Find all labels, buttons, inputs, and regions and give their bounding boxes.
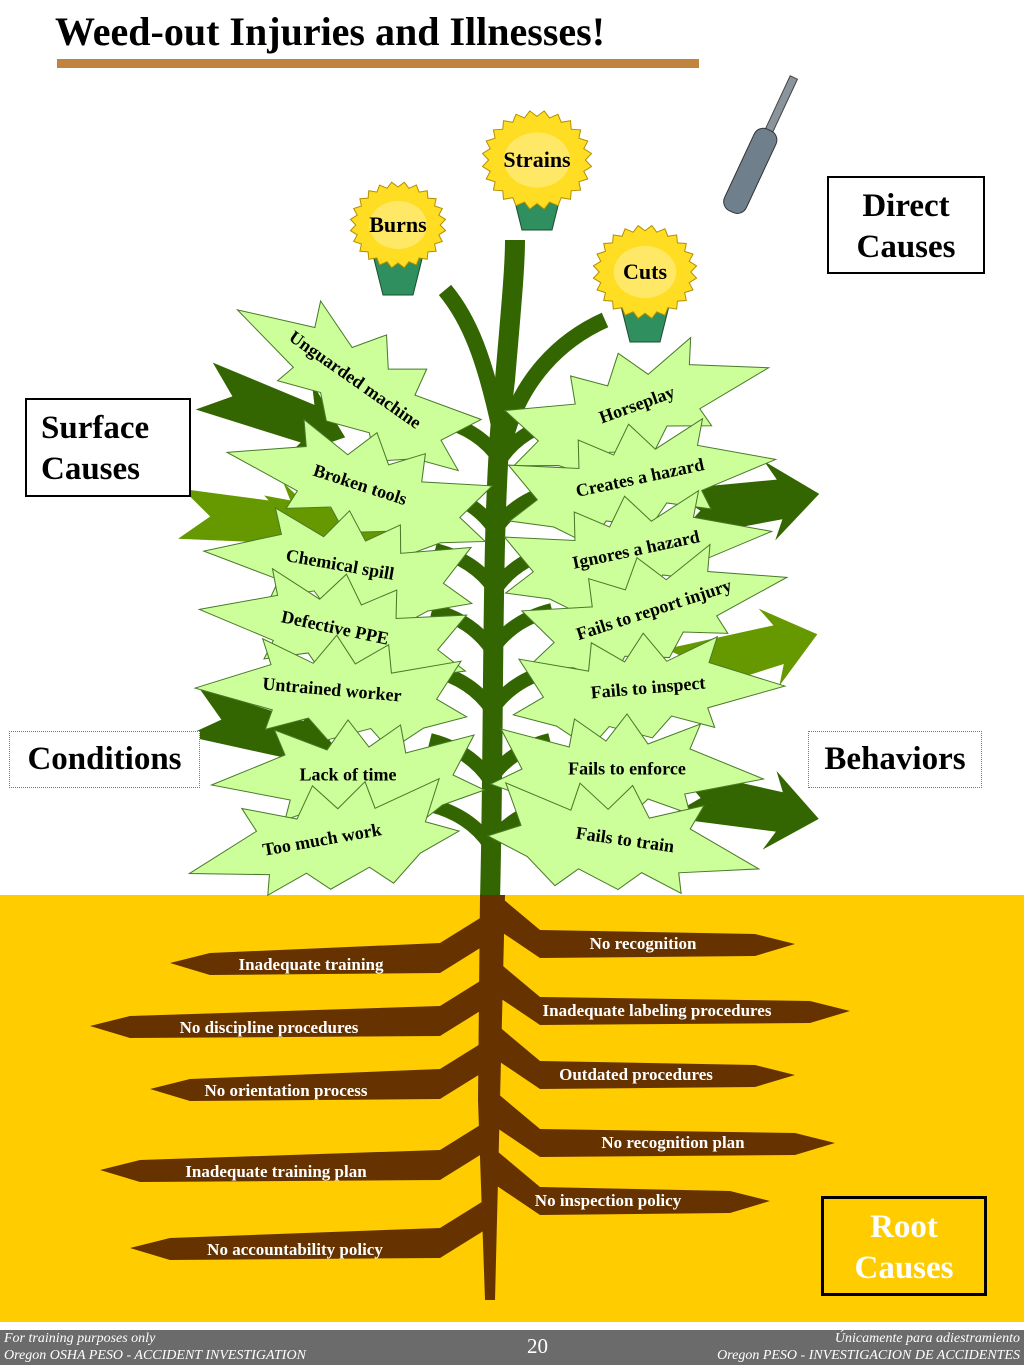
direct-causes-line1: Direct xyxy=(862,188,950,224)
root-left xyxy=(170,915,485,975)
root-right xyxy=(497,961,850,1025)
root-right-label: No inspection policy xyxy=(534,1191,682,1210)
surface-causes-box: Surface Causes xyxy=(25,398,191,497)
behavior-leaf xyxy=(512,632,787,749)
conditions-box: Conditions xyxy=(9,731,200,788)
flower-center xyxy=(504,132,570,188)
direct-causes-box: Direct Causes xyxy=(827,176,985,274)
stem-branch-burns xyxy=(438,284,508,432)
root-causes-line2: Causes xyxy=(854,1250,954,1286)
flower-label: Cuts xyxy=(622,259,668,284)
condition-leaf xyxy=(235,299,483,472)
root-left xyxy=(130,1200,485,1260)
condition-leaf xyxy=(202,506,474,631)
surface-causes-line1: Surface xyxy=(41,410,150,446)
conditions-label: Conditions xyxy=(27,741,182,777)
root-left xyxy=(100,1122,485,1182)
screwdriver-handle xyxy=(723,127,778,214)
flower-label: Burns xyxy=(369,212,427,237)
behavior-leaf xyxy=(486,781,761,895)
root-left-label: Inadequate training plan xyxy=(185,1162,367,1181)
behaviors-label: Behaviors xyxy=(824,741,966,777)
screwdriver-shaft xyxy=(764,75,799,135)
root-causes-line1: Root xyxy=(870,1209,938,1245)
page-title: Weed-out Injuries and Illnesses! xyxy=(55,9,606,54)
root-left xyxy=(150,1041,485,1101)
footer-right-line1: Únicamente para adiestramiento xyxy=(834,1331,1020,1346)
root-right xyxy=(497,1093,835,1157)
flower-center xyxy=(613,246,677,298)
screwdriver-icon xyxy=(723,75,799,214)
title-underline xyxy=(57,59,699,68)
behavior-leaf-label: Fails to enforce xyxy=(568,758,686,779)
root-right-label: Inadequate labeling procedures xyxy=(542,1001,772,1020)
behavior-leaf xyxy=(489,713,766,825)
root-left-label: No discipline procedures xyxy=(179,1018,359,1037)
condition-leaf xyxy=(225,418,494,558)
root-right xyxy=(497,1151,770,1215)
condition-leaf xyxy=(193,634,468,751)
condition-leaf xyxy=(187,777,461,897)
behaviors-box: Behaviors xyxy=(808,731,982,788)
condition-leaf-label: Lack of time xyxy=(299,764,397,785)
root-right-label: No recognition plan xyxy=(601,1133,745,1152)
root-right-label: Outdated procedures xyxy=(559,1065,713,1084)
root-left xyxy=(90,978,485,1038)
footer-left-line2: Oregon OSHA PESO - ACCIDENT INVESTIGATIO… xyxy=(4,1348,306,1363)
direct-causes-line2: Causes xyxy=(856,229,956,265)
behavior-leaf xyxy=(503,489,774,618)
root-left-label: Inadequate training xyxy=(238,955,384,974)
root-left-label: No accountability policy xyxy=(207,1240,383,1259)
root-right xyxy=(497,894,795,958)
flower-center xyxy=(369,201,427,249)
root-right-label: No recognition xyxy=(589,934,697,953)
weed-illustration xyxy=(90,75,850,1300)
footer-left-line1: For training purposes only xyxy=(4,1331,156,1346)
root-left-label: No orientation process xyxy=(204,1081,368,1100)
page-number: 20 xyxy=(527,1334,548,1358)
stem-branch-cuts xyxy=(497,312,609,443)
flower-label: Strains xyxy=(503,147,571,172)
condition-leaf xyxy=(197,567,468,696)
root-right xyxy=(497,1025,795,1089)
behavior-leaf xyxy=(520,543,789,683)
footer-right-line2: Oregon PESO - INVESTIGACION DE ACCIDENTE… xyxy=(717,1348,1020,1363)
root-causes-box: Root Causes xyxy=(821,1196,987,1296)
surface-causes-line2: Causes xyxy=(41,451,141,487)
behavior-leaf xyxy=(503,336,771,479)
